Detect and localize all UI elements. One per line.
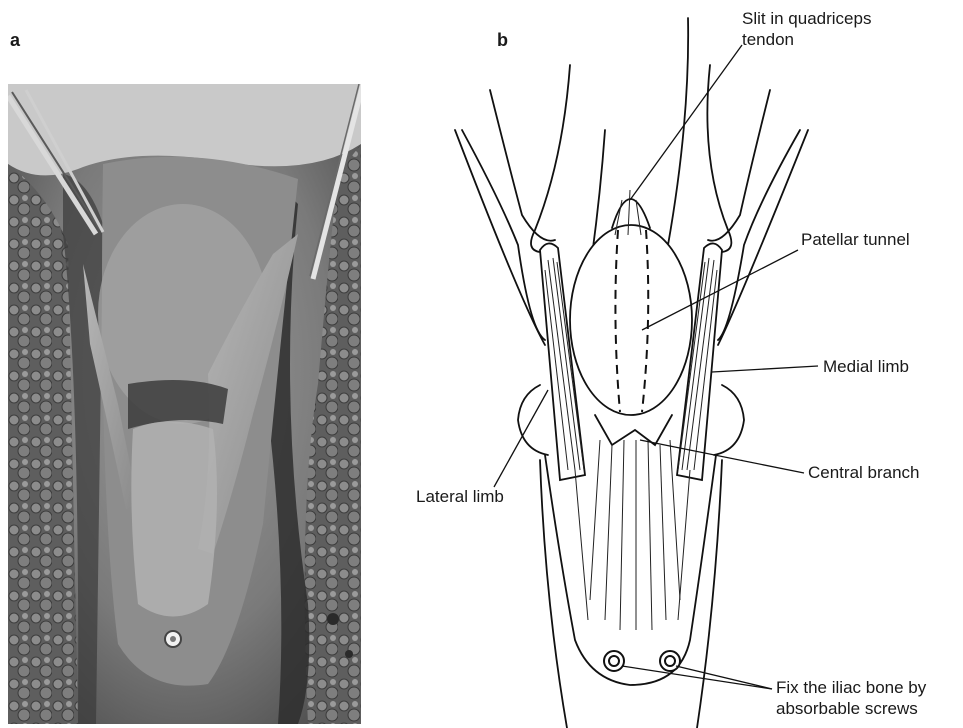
leader-screw-right [676, 666, 772, 689]
label-fix-line2: absorbable screws [776, 698, 926, 719]
outline-strand [708, 90, 770, 241]
leader-medial [712, 366, 818, 372]
outline-strand [668, 18, 688, 245]
outline-strand [518, 385, 548, 455]
leader-slit [630, 45, 742, 200]
screw-left-inner [609, 656, 619, 666]
graft-body [545, 455, 716, 685]
panel-label-a: a [10, 30, 20, 51]
leader-screw-left [622, 666, 772, 689]
label-central-branch: Central branch [808, 462, 920, 483]
label-fix-screws: Fix the iliac bone by absorbable screws [776, 677, 926, 719]
label-slit-line2: tendon [742, 29, 871, 50]
outline-strand [714, 385, 744, 455]
label-fix-line1: Fix the iliac bone by [776, 677, 926, 698]
label-patellar-tunnel: Patellar tunnel [801, 229, 910, 250]
screw-right-inner [665, 656, 675, 666]
label-slit-line1: Slit in quadriceps [742, 8, 871, 29]
label-slit-quadriceps: Slit in quadriceps tendon [742, 8, 871, 50]
label-lateral-limb: Lateral limb [416, 486, 504, 507]
label-medial-limb: Medial limb [823, 356, 909, 377]
surgical-photo [8, 84, 361, 724]
outline-strand [490, 90, 555, 241]
patella [570, 225, 692, 415]
outline-strand [531, 65, 570, 252]
outline-strand [540, 460, 567, 728]
outline-strand [707, 65, 731, 252]
central-branch-outline [595, 415, 672, 445]
